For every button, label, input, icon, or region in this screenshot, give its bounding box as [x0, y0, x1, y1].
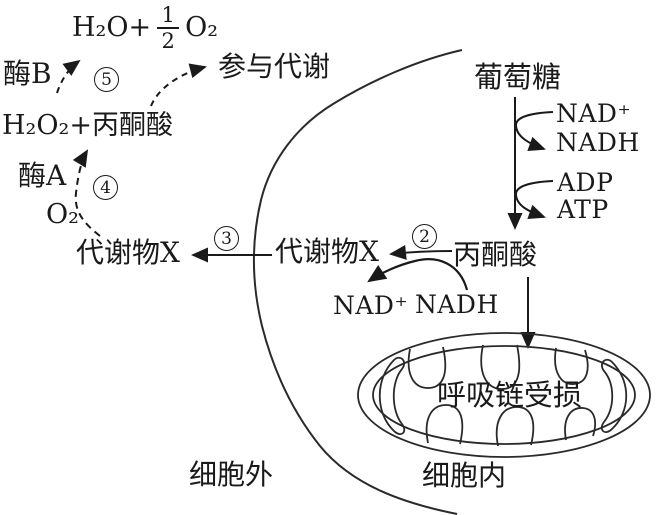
- step2-circled-number: 2: [412, 224, 437, 249]
- crista-top-3: [554, 347, 589, 385]
- crista-top-1: [407, 346, 447, 389]
- step2-arrow: [389, 244, 453, 260]
- enzyme-b-label: 酶B: [3, 57, 52, 90]
- extracellular-label: 细胞外: [189, 458, 274, 491]
- participate-metabolism-label: 参与代谢: [218, 50, 331, 83]
- nad-plus-mid-label: NAD⁺: [333, 291, 409, 320]
- adp-to-atp-branch-arrow: [514, 180, 554, 220]
- fraction-denominator: 2: [161, 29, 175, 54]
- pyruvate-to-metabolism-dashed-arrow: [150, 63, 207, 107]
- respiratory-chain-damaged-label: 呼吸链受损: [437, 378, 583, 412]
- nadh-mid-label: NADH: [415, 290, 499, 319]
- step5-circled-number: 5: [94, 67, 119, 92]
- pyruvate-label: 丙酮酸: [453, 238, 538, 271]
- crista-left: [378, 356, 406, 435]
- enzyme-a-label: 酶A: [18, 159, 67, 192]
- water-product-text: H₂O+: [72, 11, 152, 43]
- crista-bottom-1: [425, 404, 464, 445]
- mitochondrion-inner-membrane: [372, 345, 636, 445]
- water-oxygen-product-formula: H₂O+ 1 2 O₂: [72, 4, 218, 52]
- oxygen-input-label: O₂: [46, 199, 79, 230]
- fraction-numerator: 1: [161, 3, 175, 27]
- crista-top-2: [480, 344, 521, 390]
- crista-bottom-2: [495, 406, 535, 447]
- atp-label: ATP: [557, 195, 609, 224]
- adp-label: ADP: [557, 168, 614, 197]
- oxygen-product-text: O₂: [185, 11, 219, 43]
- crista-right: [600, 358, 628, 433]
- nad-plus-right-label: NAD⁺: [556, 99, 632, 128]
- nadh-right-label: NADH: [556, 128, 640, 157]
- step4-circled-number: 4: [93, 175, 118, 200]
- crista-bottom-3: [564, 407, 596, 441]
- fraction-bar: [157, 27, 180, 30]
- h2o2-pyruvate-formula: H₂O₂+丙酮酸: [2, 110, 173, 141]
- one-half-fraction: 1 2: [157, 3, 180, 54]
- mitochondrion-outer-membrane: [357, 332, 651, 458]
- nad-to-nadh-branch-arrow: [514, 111, 554, 152]
- glucose-label: 葡萄糖: [474, 60, 562, 94]
- metabolite-x-outside-label: 代谢物X: [76, 236, 180, 269]
- cell-membrane-curve: [253, 49, 463, 515]
- step4-dashed-arrow: [72, 149, 101, 237]
- step3-circled-number: 3: [214, 226, 239, 251]
- intracellular-label: 细胞内: [422, 459, 507, 492]
- mitochondrion-shape: [357, 332, 651, 458]
- metabolite-x-inside-label: 代谢物X: [275, 235, 379, 268]
- nadh-to-nad-curved-arrow: [367, 258, 469, 291]
- step5-dashed-arrow: [56, 59, 81, 94]
